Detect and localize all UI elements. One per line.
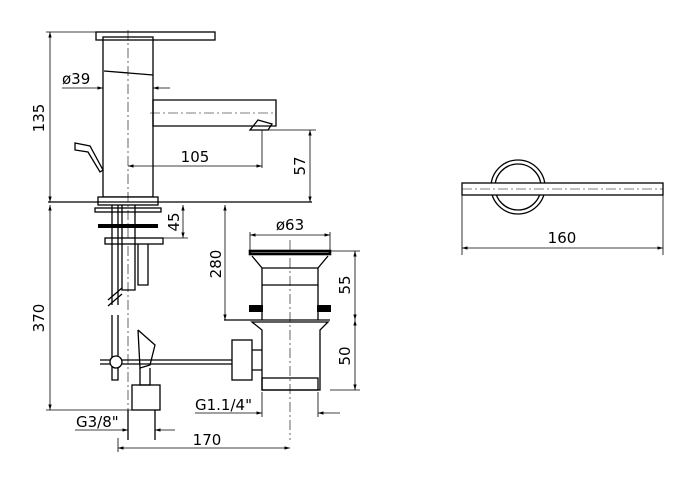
dim-45: 45: [165, 212, 183, 231]
dim-55: 55: [336, 275, 354, 294]
dim-105: 105: [181, 148, 210, 166]
faucet-side-view: [48, 30, 312, 440]
dim-supply-thread: G3/8": [76, 413, 119, 431]
dim-135: 135: [30, 104, 48, 133]
dim-170: 170: [193, 431, 222, 449]
dim-370: 370: [30, 304, 48, 333]
dim-280: 280: [207, 250, 225, 279]
dim-160: 160: [548, 229, 577, 247]
dim-50: 50: [336, 346, 354, 365]
dim-diameter-39: ø39: [62, 70, 90, 88]
dim-57: 57: [291, 156, 309, 175]
waste-drain: [224, 240, 332, 440]
faucet-top-view: 160: [461, 159, 664, 255]
dim-diameter-63: ø63: [276, 216, 304, 234]
dimension-lines: [46, 31, 360, 452]
dim-waste-thread: G1.1/4": [195, 396, 252, 414]
